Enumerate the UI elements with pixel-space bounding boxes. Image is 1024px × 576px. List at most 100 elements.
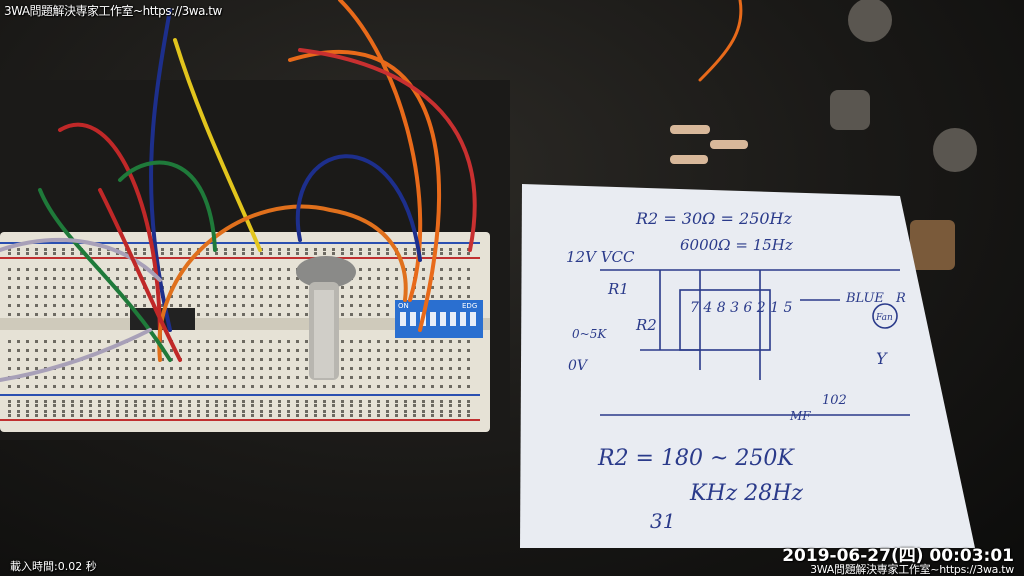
breadboard-hole <box>206 286 209 289</box>
breadboard-hole <box>80 304 83 307</box>
breadboard-hole <box>368 404 371 407</box>
breadboard-hole <box>377 340 380 343</box>
breadboard-hole <box>17 385 20 388</box>
breadboard-hole <box>404 414 407 417</box>
breadboard-hole <box>134 248 137 251</box>
breadboard-hole <box>62 385 65 388</box>
breadboard-hole <box>26 313 29 316</box>
breadboard-hole <box>368 286 371 289</box>
breadboard-hole <box>44 358 47 361</box>
breadboard-hole <box>143 376 146 379</box>
breadboard-hole <box>350 358 353 361</box>
breadboard-hole <box>62 304 65 307</box>
note-r2: R2 <box>635 316 657 334</box>
breadboard-hole <box>170 404 173 407</box>
breadboard-hole <box>98 252 101 255</box>
breadboard-hole <box>215 410 218 413</box>
breadboard-hole <box>206 358 209 361</box>
breadboard-hole <box>458 277 461 280</box>
breadboard-hole <box>251 277 254 280</box>
breadboard-hole <box>224 404 227 407</box>
breadboard-hole <box>467 295 470 298</box>
breadboard-hole <box>332 414 335 417</box>
breadboard-hole <box>44 277 47 280</box>
breadboard-hole <box>251 286 254 289</box>
breadboard-hole <box>269 410 272 413</box>
breadboard-hole <box>17 410 20 413</box>
breadboard-hole <box>170 268 173 271</box>
breadboard-hole <box>134 376 137 379</box>
breadboard-hole <box>296 252 299 255</box>
breadboard-hole <box>449 340 452 343</box>
breadboard-hole <box>62 252 65 255</box>
breadboard-hole <box>206 410 209 413</box>
note-second-line: 6000Ω = 15Hz <box>680 236 793 254</box>
breadboard-hole <box>395 367 398 370</box>
breadboard-hole <box>287 414 290 417</box>
breadboard-hole <box>395 385 398 388</box>
breadboard-hole <box>467 277 470 280</box>
breadboard-hole <box>242 286 245 289</box>
breadboard-hole <box>98 277 101 280</box>
breadboard-hole <box>35 367 38 370</box>
breadboard-hole <box>377 358 380 361</box>
breadboard-hole <box>179 376 182 379</box>
breadboard-hole <box>377 268 380 271</box>
breadboard-hole <box>215 295 218 298</box>
breadboard-hole <box>206 340 209 343</box>
breadboard-hole <box>377 248 380 251</box>
jumper-wires <box>0 0 743 382</box>
breadboard-hole <box>89 367 92 370</box>
resistors <box>670 125 748 164</box>
breadboard-hole <box>251 248 254 251</box>
note-range: 0~5K <box>572 327 607 341</box>
breadboard-hole <box>341 340 344 343</box>
breadboard-hole <box>197 400 200 403</box>
breadboard-hole <box>287 400 290 403</box>
breadboard-hole <box>305 248 308 251</box>
breadboard-hole <box>440 349 443 352</box>
breadboard-hole <box>53 340 56 343</box>
breadboard-hole <box>467 252 470 255</box>
breadboard-hole <box>17 340 20 343</box>
breadboard-hole <box>206 385 209 388</box>
breadboard-hole <box>44 313 47 316</box>
breadboard-hole <box>368 277 371 280</box>
breadboard-hole <box>251 385 254 388</box>
breadboard-hole <box>413 410 416 413</box>
breadboard-hole <box>233 367 236 370</box>
breadboard-hole <box>143 277 146 280</box>
breadboard-hole <box>323 400 326 403</box>
breadboard-hole <box>242 349 245 352</box>
breadboard-hole <box>332 400 335 403</box>
breadboard-hole <box>98 376 101 379</box>
breadboard-hole <box>62 340 65 343</box>
breadboard-hole <box>404 358 407 361</box>
breadboard-hole <box>188 304 191 307</box>
breadboard-hole <box>107 313 110 316</box>
breadboard-hole <box>449 349 452 352</box>
breadboard-hole <box>269 268 272 271</box>
breadboard-hole <box>305 358 308 361</box>
breadboard-hole <box>359 400 362 403</box>
breadboard-hole <box>314 248 317 251</box>
breadboard-hole <box>125 410 128 413</box>
breadboard-hole <box>35 313 38 316</box>
breadboard-hole <box>260 414 263 417</box>
breadboard-hole <box>161 252 164 255</box>
breadboard-hole <box>440 286 443 289</box>
breadboard-hole <box>404 367 407 370</box>
breadboard-hole <box>161 410 164 413</box>
breadboard-hole <box>134 367 137 370</box>
breadboard-hole <box>161 376 164 379</box>
breadboard-hole <box>242 376 245 379</box>
breadboard-hole <box>341 304 344 307</box>
breadboard-hole <box>269 340 272 343</box>
breadboard-hole <box>431 400 434 403</box>
breadboard-hole <box>125 268 128 271</box>
breadboard-hole <box>395 340 398 343</box>
breadboard-hole <box>404 349 407 352</box>
breadboard-hole <box>449 295 452 298</box>
breadboard-hole <box>305 404 308 407</box>
breadboard-hole <box>422 349 425 352</box>
